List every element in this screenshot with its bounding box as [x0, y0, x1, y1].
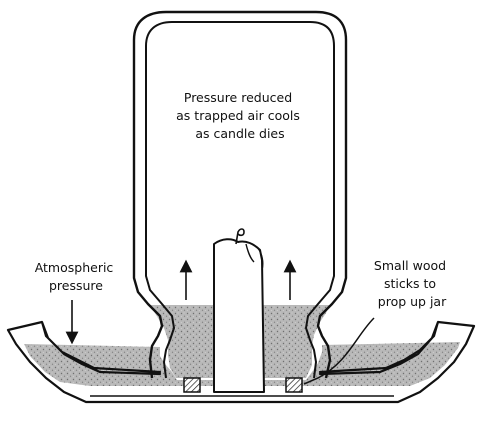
sticks-leader-line	[303, 317, 375, 385]
atmospheric-line-1: Atmospheric	[35, 260, 114, 275]
wood-sticks-label: Small wood sticks to prop up jar	[374, 258, 450, 309]
sticks-line-3: prop up jar	[378, 294, 447, 309]
pressure-reduced-line-1: Pressure reduced	[184, 90, 292, 105]
candle	[213, 238, 265, 393]
sticks-line-1: Small wood	[374, 258, 446, 273]
candle-wick	[235, 228, 245, 245]
jar-outer-wall	[132, 10, 348, 379]
candle-drip	[245, 243, 264, 271]
pressure-reduced-line-3: as candle dies	[195, 126, 284, 141]
atmospheric-pressure-label: Atmospheric pressure	[35, 260, 118, 293]
sticks-line-2: sticks to	[384, 276, 436, 291]
pressure-reduced-label: Pressure reduced as trapped air cools as…	[176, 90, 304, 141]
wood-stick-right	[285, 377, 303, 393]
outer-water	[24, 342, 460, 386]
wood-stick-left	[183, 377, 201, 393]
dish-bottom	[86, 395, 398, 403]
pressure-reduced-line-2: as trapped air cools	[176, 108, 300, 123]
jar-inner-wall	[145, 21, 335, 379]
atmospheric-line-2: pressure	[49, 278, 103, 293]
